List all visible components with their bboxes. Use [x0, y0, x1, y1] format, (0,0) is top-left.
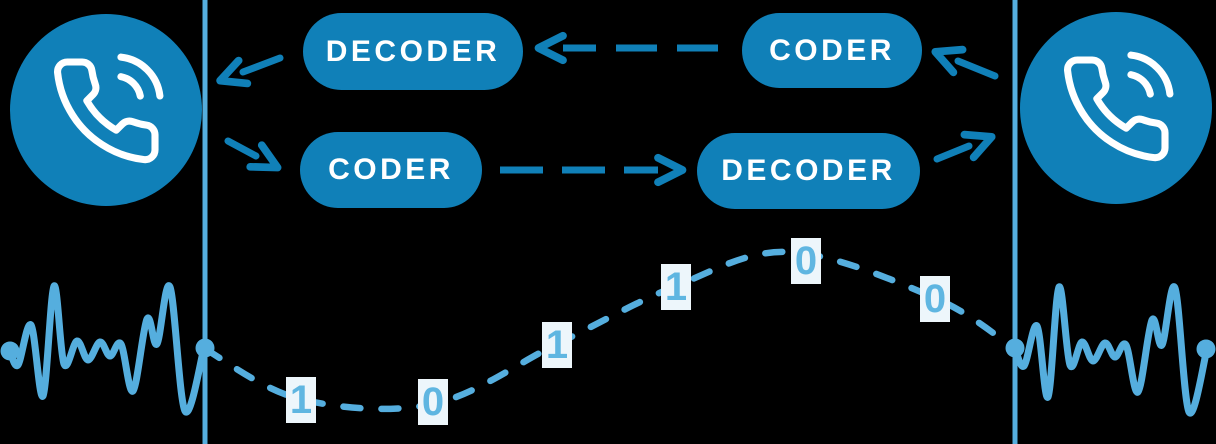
signal-node-dot [0, 341, 20, 361]
pill-decoder-top-left: DECODER [303, 13, 523, 90]
analog-wave-right [1011, 283, 1211, 417]
bit-label: 1 [661, 264, 691, 310]
arrow-left-phone-to-coder [224, 137, 282, 172]
signal-node-dot [1005, 338, 1025, 358]
bit-label: 0 [418, 379, 448, 425]
digital-carrier-wave [201, 248, 1019, 413]
signal-node-dots [0, 338, 1216, 361]
phone-call-icon [1064, 51, 1174, 162]
phone-circle [1020, 12, 1212, 204]
signal-node-dot [195, 338, 215, 358]
analog-wave-left [6, 282, 208, 416]
pill-coder-top-right: CODER [742, 13, 922, 88]
pill-coder-bottom-left: CODER [300, 132, 482, 208]
bit-label: 1 [542, 322, 572, 368]
bit-label: 1 [286, 377, 316, 423]
arrow-decoder-to-left-phone [216, 54, 284, 88]
pill-decoder-bottom-right: DECODER [697, 133, 920, 209]
arrow-right-phone-to-coder [931, 45, 999, 80]
signal-node-dot [1196, 339, 1216, 359]
phone-endpoint-right [1020, 12, 1212, 204]
arrow-decoder-to-right-phone [933, 130, 996, 163]
phone-call-icon [54, 53, 164, 164]
bit-label: 0 [791, 238, 821, 284]
phone-circle [10, 14, 202, 206]
bit-label: 0 [920, 276, 950, 322]
phone-endpoint-left [10, 14, 202, 206]
